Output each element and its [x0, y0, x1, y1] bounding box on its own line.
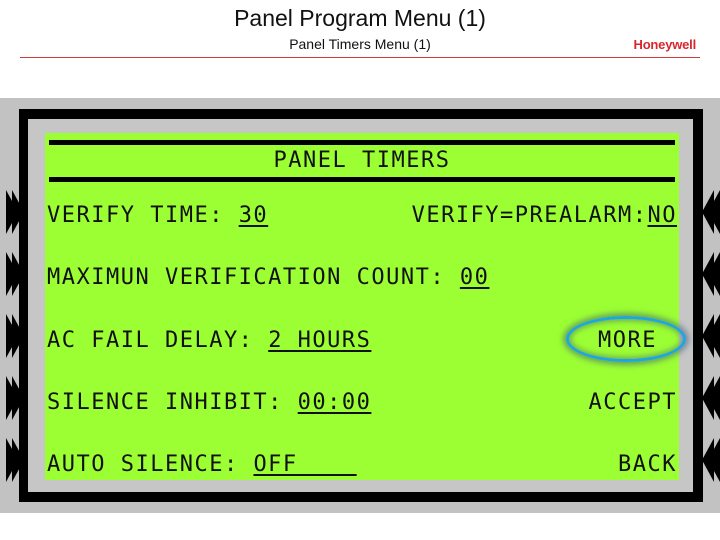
- verify-time-label: VERIFY TIME:: [47, 203, 239, 228]
- max-verification-count-row[interactable]: MAXIMUN VERIFICATION COUNT: 00: [47, 265, 489, 291]
- screen-heading: PANEL TIMERS: [273, 148, 451, 173]
- auto-silence-row[interactable]: AUTO SILENCE: OFF: [47, 452, 357, 478]
- honeywell-logo: Honeywell: [633, 37, 697, 52]
- heading-bar-top: [49, 140, 675, 145]
- verify-time-row[interactable]: VERIFY TIME: 30: [47, 203, 268, 229]
- ac-fail-delay-row[interactable]: AC FAIL DELAY: 2 HOURS: [47, 328, 371, 354]
- arrow-left-icon: [708, 252, 720, 296]
- verify-time-value[interactable]: 30: [238, 203, 269, 228]
- lcd-screen: PANEL TIMERS VERIFY TIME: 30 VERIFY=PREA…: [45, 133, 679, 480]
- max-verification-count-value[interactable]: 00: [459, 265, 490, 290]
- silence-inhibit-label: SILENCE INHIBIT:: [47, 390, 298, 415]
- arrow-left-icon: [708, 190, 720, 234]
- verify-prealarm-label: VERIFY=PREALARM:: [411, 203, 648, 228]
- ac-fail-delay-label: AC FAIL DELAY:: [47, 328, 269, 353]
- auto-silence-value[interactable]: OFF: [253, 452, 357, 477]
- heading-bar-bottom: [49, 177, 675, 182]
- slide-title: Panel Program Menu (1): [234, 5, 486, 31]
- arrow-left-icon: [708, 438, 720, 482]
- header-rule: [20, 57, 700, 58]
- more-highlight-ellipse: [566, 316, 686, 362]
- verify-prealarm-row[interactable]: VERIFY=PREALARM:NO: [412, 203, 677, 229]
- accept-button[interactable]: ACCEPT: [588, 390, 677, 415]
- back-button[interactable]: BACK: [618, 452, 677, 477]
- arrow-left-icon: [708, 314, 720, 358]
- silence-inhibit-row[interactable]: SILENCE INHIBIT: 00:00: [47, 390, 371, 416]
- max-verification-count-label: MAXIMUN VERIFICATION COUNT:: [47, 265, 460, 290]
- arrow-left-icon: [708, 376, 720, 420]
- silence-inhibit-value[interactable]: 00:00: [297, 390, 372, 415]
- auto-silence-label: AUTO SILENCE:: [47, 452, 254, 477]
- slide-subtitle: Panel Timers Menu (1): [289, 36, 431, 52]
- ac-fail-delay-value[interactable]: 2 HOURS: [268, 328, 372, 353]
- verify-prealarm-value[interactable]: NO: [647, 203, 677, 228]
